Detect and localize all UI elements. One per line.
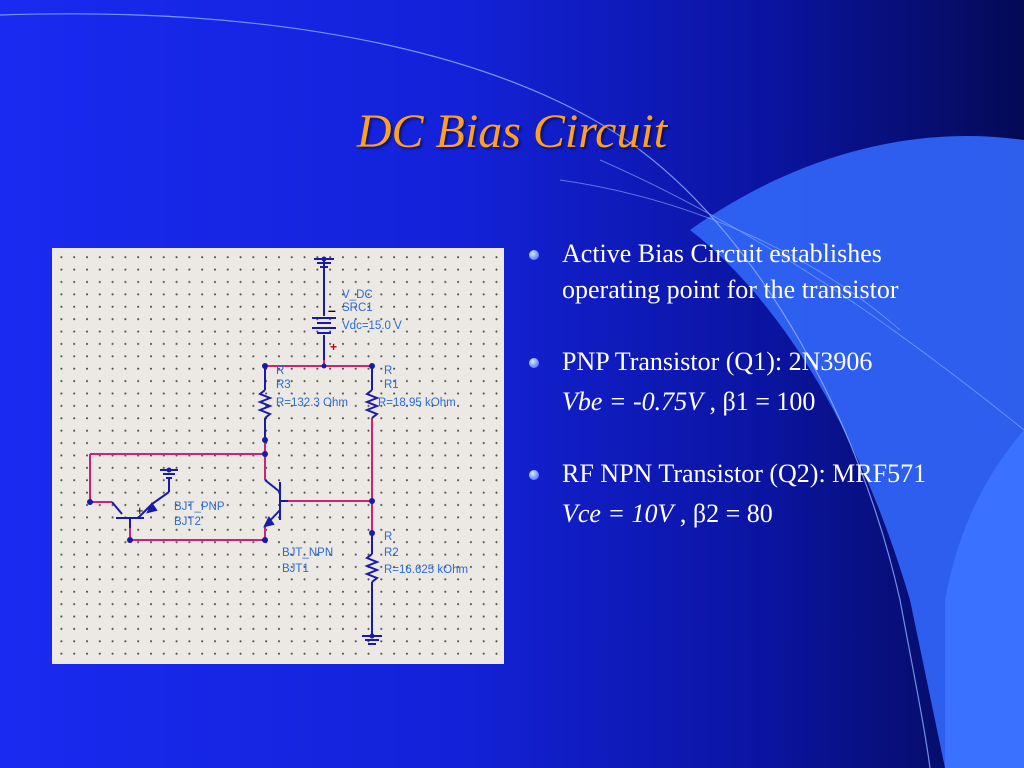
r2-name-label: R2 bbox=[384, 547, 399, 559]
bullet-item: Active Bias Circuit establishes operatin… bbox=[520, 236, 940, 308]
bullet-subtext-beta: , β2 = 80 bbox=[673, 499, 773, 528]
pnp-name-label: BJT2 bbox=[174, 516, 201, 528]
bullet-dot-icon bbox=[529, 470, 539, 480]
resistor-r3 bbox=[257, 366, 273, 440]
pnp-type-label: BJT_PNP bbox=[174, 501, 225, 513]
vdc-type-label: V_DC bbox=[342, 289, 373, 301]
vdc-value-label: Vdc=15.0 V bbox=[342, 320, 402, 332]
bullet-subtext: Vbe = -0.75V , β1 = 100 bbox=[520, 384, 940, 420]
r3-value-label: R=132.3 Ohm bbox=[276, 397, 348, 409]
slide-title: DC Bias Circuit bbox=[356, 105, 668, 158]
swoosh-mid-fill bbox=[945, 430, 1024, 768]
bullet-text: Active Bias Circuit establishes operatin… bbox=[562, 239, 899, 304]
bullet-subtext-variable: Vbe = -0.75V bbox=[562, 387, 704, 416]
bullet-dot-icon bbox=[529, 358, 539, 368]
vdc-name-label: SRC1 bbox=[342, 302, 373, 314]
swoosh-line-2 bbox=[559, 179, 901, 331]
resistor-r1 bbox=[364, 366, 380, 419]
bullet-dot-icon bbox=[529, 250, 539, 260]
wires bbox=[89, 365, 373, 541]
bullet-text: RF NPN Transistor (Q2): MRF571 bbox=[562, 459, 927, 488]
bullet-subtext: Vce = 10V , β2 = 80 bbox=[520, 496, 940, 532]
bullet-subtext-variable: Vce = 10V bbox=[562, 499, 674, 528]
swoosh-line-3 bbox=[599, 159, 1024, 431]
bullet-item: PNP Transistor (Q1): 2N3906 bbox=[520, 344, 940, 380]
vdc-plus-sign: + bbox=[330, 340, 337, 354]
r2-type-label: R bbox=[384, 531, 392, 543]
pnp-plus-sign: + bbox=[136, 503, 144, 518]
npn-transistor bbox=[263, 479, 288, 528]
vdc-minus-sign: – bbox=[328, 302, 336, 318]
r1-value-label: R=18.95 kOhm bbox=[378, 397, 456, 409]
swoosh-line-1 bbox=[0, 13, 931, 768]
bullet-subtext-beta: , β1 = 100 bbox=[703, 387, 816, 416]
npn-type-label: BJT_NPN bbox=[282, 547, 333, 559]
r1-name-label: R1 bbox=[384, 379, 399, 391]
resistor-r2 bbox=[362, 533, 382, 645]
bullet-list: Active Bias Circuit establishes operatin… bbox=[520, 236, 940, 532]
vdc-source bbox=[312, 258, 336, 366]
bullet-item: RF NPN Transistor (Q2): MRF571 bbox=[520, 456, 940, 492]
r1-type-label: R bbox=[384, 365, 392, 377]
junction-dots bbox=[87, 256, 375, 639]
r3-type-label: R bbox=[276, 365, 284, 377]
r2-value-label: R=16.625 kOhm bbox=[384, 564, 468, 576]
schematic-diagram: V_DC SRC1 Vdc=15.0 V – + R R3 R=132.3 Oh… bbox=[52, 248, 504, 664]
swoosh-light-fill bbox=[690, 136, 1024, 768]
bullet-text: PNP Transistor (Q1): 2N3906 bbox=[562, 347, 873, 376]
r3-name-label: R3 bbox=[276, 379, 291, 391]
npn-name-label: BJT1 bbox=[282, 563, 309, 575]
pnp-transistor bbox=[111, 469, 178, 528]
